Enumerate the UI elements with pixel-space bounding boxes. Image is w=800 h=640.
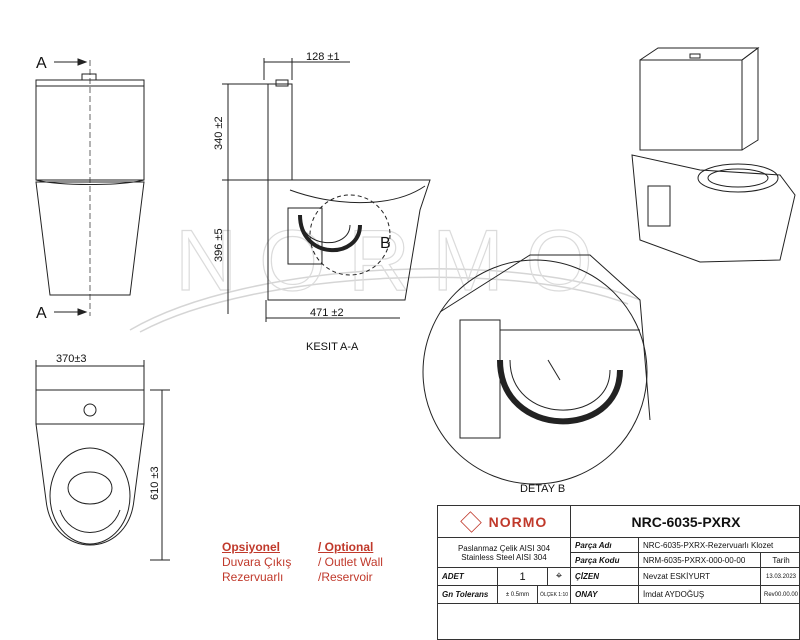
options-note: Opsiyonel / Optional Duvara Çıkış / Outlet…	[222, 540, 383, 585]
material-cell: Paslanmaz Çelik AISI 304 Stainless Steel…	[438, 538, 571, 568]
approved-by: İmdat AYDOĞUŞ	[639, 586, 761, 604]
brand-logo-icon	[459, 510, 482, 533]
approved-label: ONAY	[571, 586, 639, 604]
options-title-tr: Opsiyonel	[222, 540, 281, 554]
date-label: Tarih	[761, 553, 800, 568]
projection-icon: ⌖	[548, 568, 571, 586]
front-view: A A	[35, 55, 145, 322]
brand-name: NORMO	[488, 513, 548, 530]
top-view: 370±3 610 ±3	[35, 353, 170, 561]
watermark: NORMO	[129, 212, 641, 333]
options-title-en: / Optional	[318, 540, 374, 554]
title-block: NORMO NRC-6035-PXRX Paslanmaz Çelik AISI…	[437, 505, 800, 640]
drawn-by: Nevzat ESKİYURT	[639, 568, 761, 586]
drawing-code: NRC-6035-PXRX	[571, 506, 800, 538]
options-row1-en: / Outlet Wall	[318, 555, 383, 569]
dim-top: 128 ±1	[306, 51, 340, 63]
date: 13.03.2023	[761, 568, 800, 586]
options-row1-tr: Duvara Çıkış	[222, 555, 292, 569]
detail-mark: B	[380, 235, 391, 252]
qty-label: ADET	[438, 568, 498, 586]
material-en: Stainless Steel AISI 304	[461, 552, 547, 562]
dim-length: 610 ±3	[149, 466, 161, 500]
section-label: KESIT A-A	[306, 341, 359, 353]
part-name: NRC-6035-PXRX-Rezervuarlı Klozet	[639, 538, 800, 553]
revision: Rev00.00.00	[761, 586, 800, 604]
part-code: NRM-6035-PXRX-000-00-00	[639, 553, 761, 568]
options-row2-en: /Reservoir	[318, 570, 373, 584]
brand-cell: NORMO	[438, 506, 571, 538]
section-mark-top: A	[36, 55, 47, 72]
qty: 1	[498, 568, 548, 586]
isometric-view	[631, 47, 796, 263]
section-view: 128 ±1 340 ±2 396 ±5 471 ±2 B KESIT A-A	[213, 51, 431, 353]
part-name-label: Parça Adı	[571, 538, 639, 553]
dim-bowl-height: 396 ±5	[213, 228, 225, 262]
detail-label: DETAY B	[520, 483, 565, 495]
dim-reservoir: 340 ±2	[213, 116, 225, 150]
scale: ÖLÇEK 1:10	[538, 586, 571, 604]
dim-width: 370±3	[56, 353, 87, 365]
part-code-label: Parça Kodu	[571, 553, 639, 568]
drawn-label: ÇİZEN	[571, 568, 639, 586]
section-mark-bottom: A	[36, 305, 47, 322]
tolerance: ± 0.5mm	[498, 586, 538, 604]
dim-depth: 471 ±2	[310, 307, 344, 319]
detail-view: DETAY B	[422, 254, 651, 495]
tolerance-label: Gn Tolerans	[438, 586, 498, 604]
options-row2-tr: Rezervuarlı	[222, 570, 284, 584]
material-tr: Paslanmaz Çelik AISI 304	[457, 543, 551, 553]
